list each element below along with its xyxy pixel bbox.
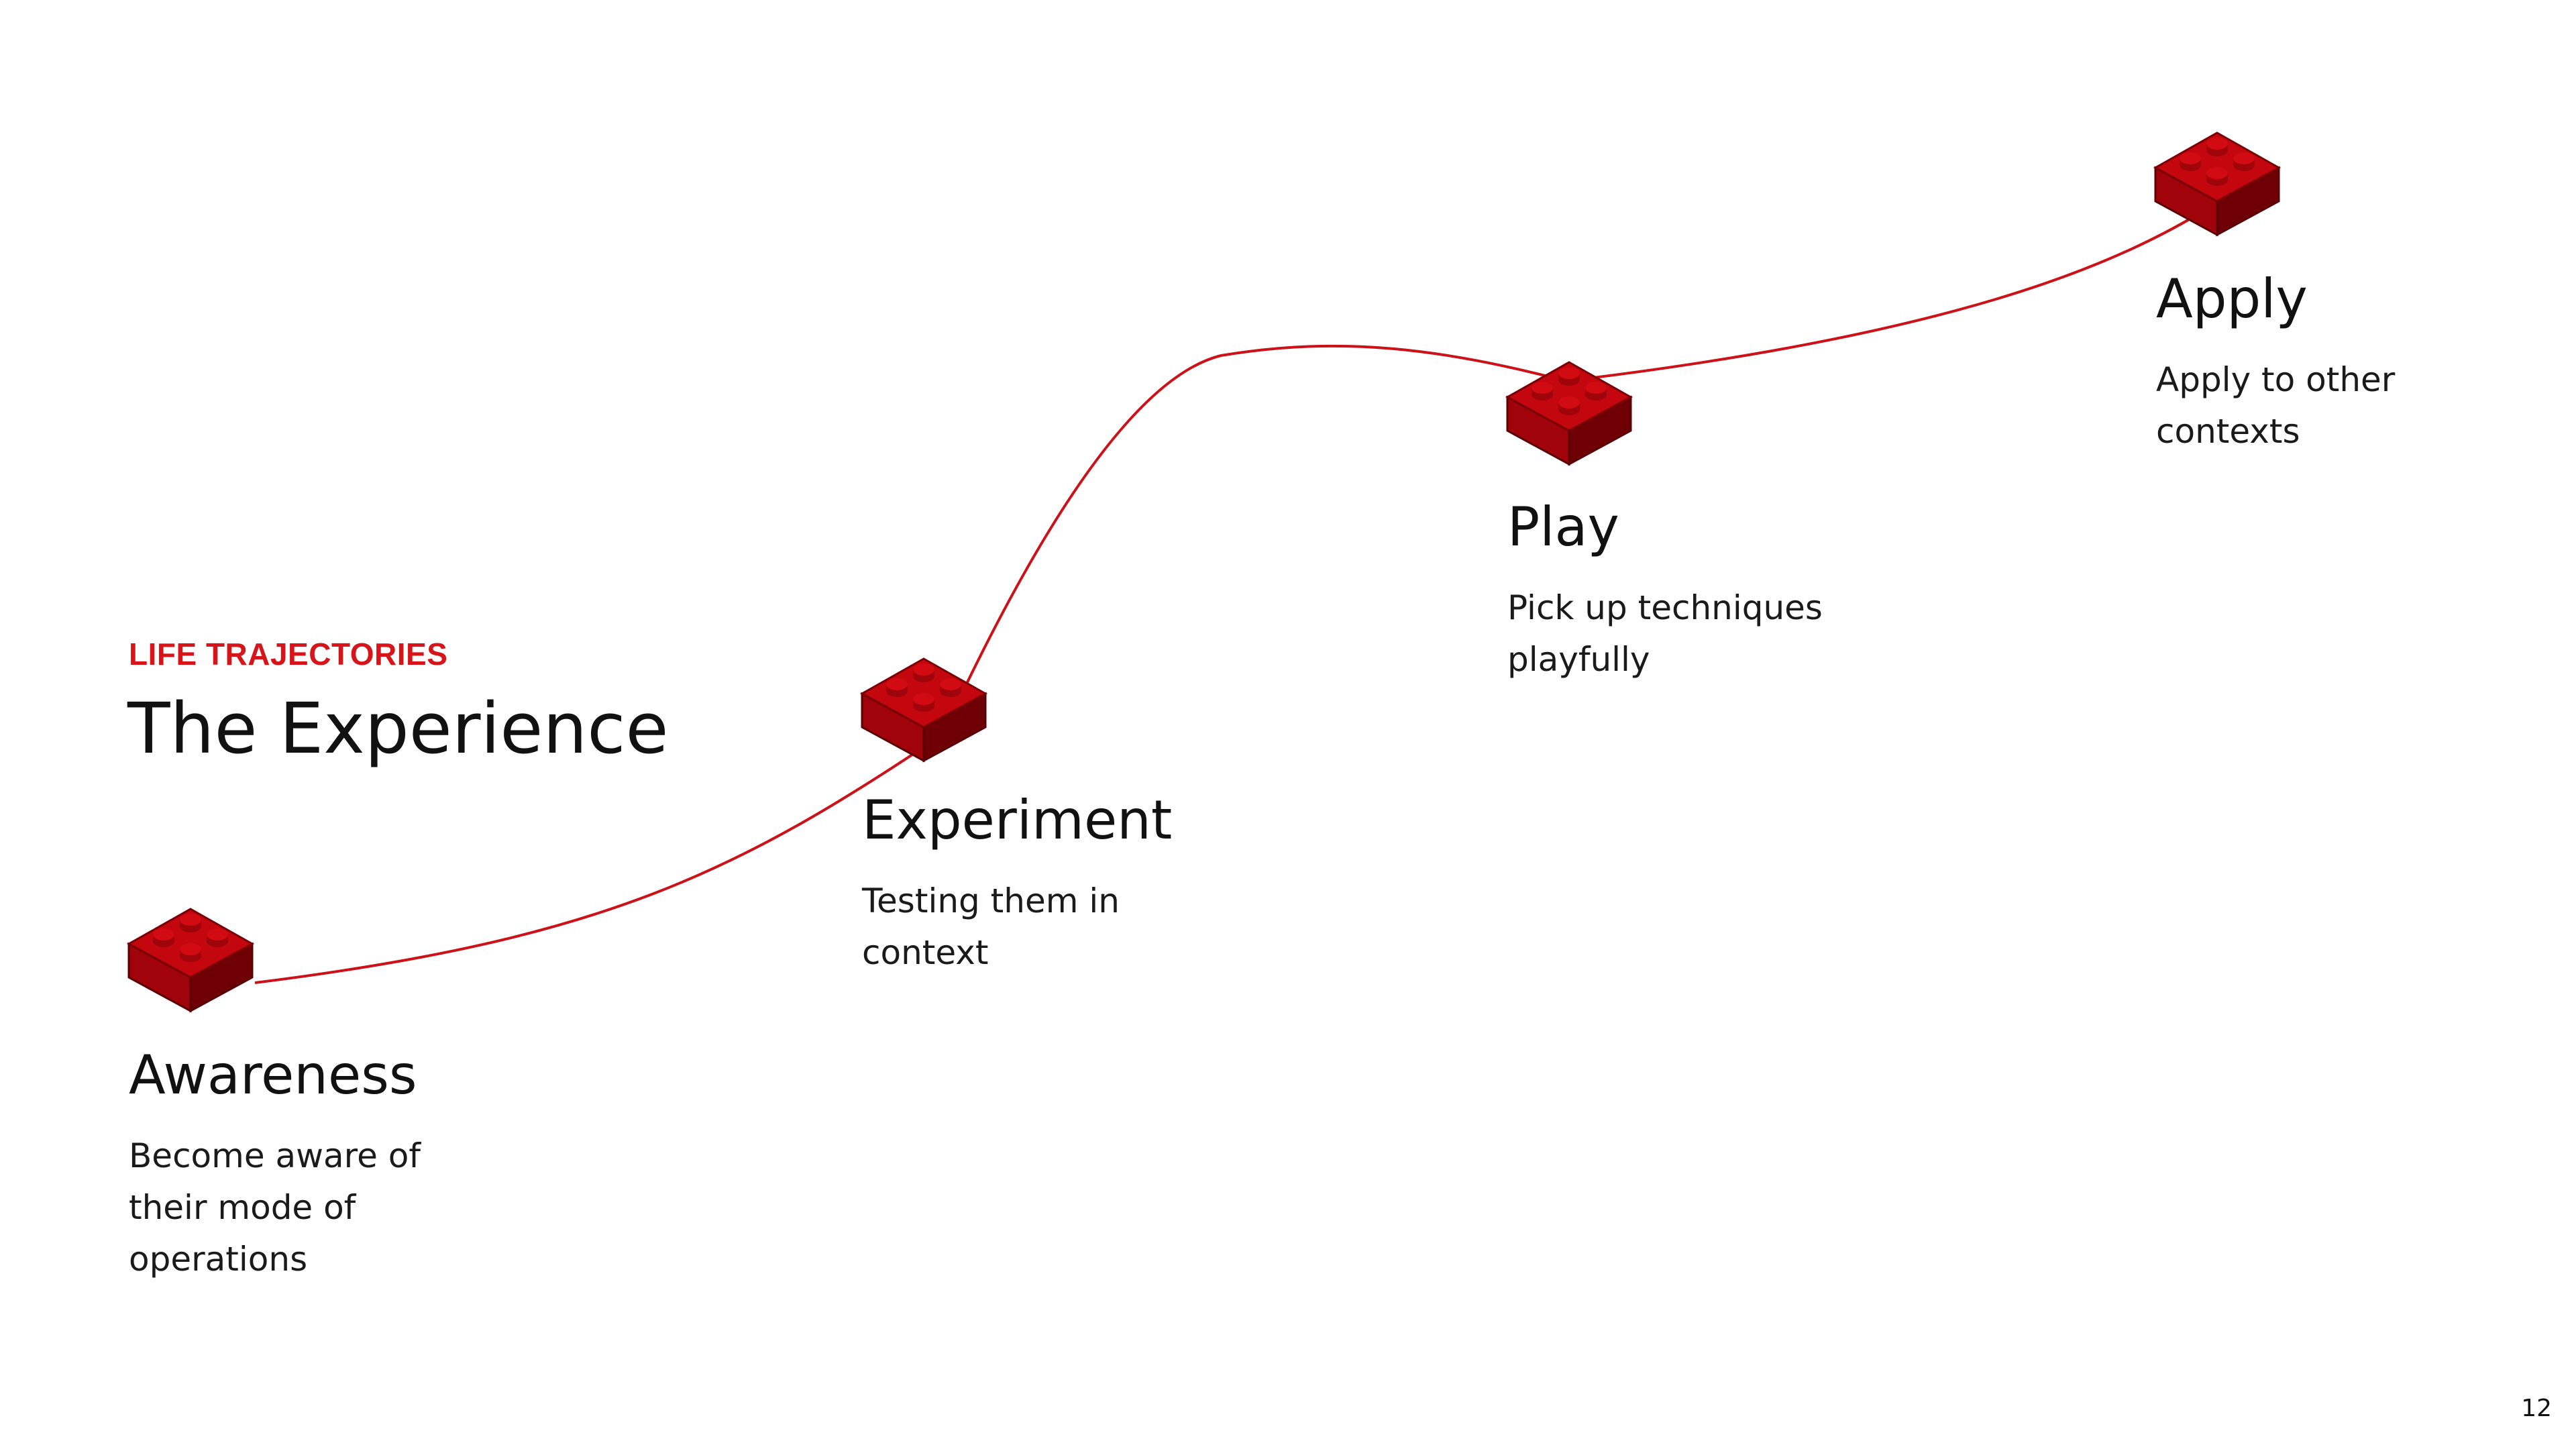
- stage-play: Play Pick up techniques playfully: [1507, 495, 1910, 686]
- section-eyebrow: LIFE TRAJECTORIES: [129, 637, 448, 672]
- brick-icon: [127, 908, 254, 1012]
- stage-apply: Apply Apply to other contexts: [2156, 267, 2559, 458]
- stage-description: Pick up techniques playfully: [1507, 588, 1823, 679]
- page-number: 12: [2521, 1395, 2552, 1422]
- brick-icon: [2154, 131, 2280, 236]
- stage-description: Become aware of their mode of operations: [129, 1136, 421, 1279]
- stage-description: Testing them in context: [862, 881, 1120, 972]
- page-title: The Experience: [127, 688, 669, 769]
- stage-experiment: Experiment Testing them in context: [862, 788, 1265, 979]
- brick-icon: [861, 657, 987, 762]
- stage-heading: Play: [1507, 496, 1619, 558]
- stage-awareness: Awareness Become aware of their mode of …: [129, 1043, 531, 1285]
- trajectory-line: [254, 203, 2215, 984]
- stage-description: Apply to other contexts: [2156, 360, 2396, 451]
- stage-heading: Experiment: [862, 789, 1173, 851]
- stage-heading: Awareness: [129, 1044, 417, 1106]
- brick-icon: [1506, 361, 1632, 466]
- stage-heading: Apply: [2156, 268, 2308, 330]
